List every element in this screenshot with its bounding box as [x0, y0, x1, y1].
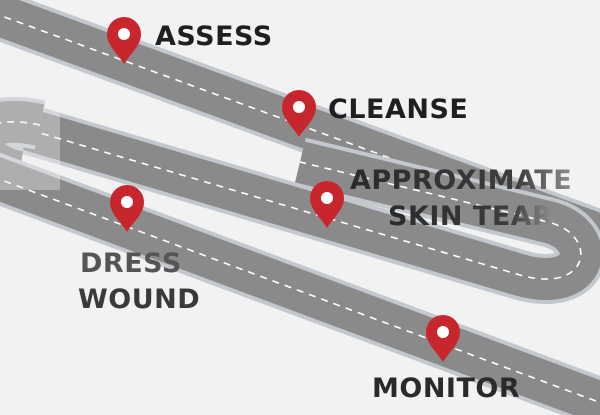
step-label-cleanse: CLEANSE [328, 94, 468, 125]
map-pin-icon-dress [110, 185, 144, 232]
left-fade [0, 90, 60, 190]
step-label-approximate-line2: SKIN TEAR [388, 201, 553, 232]
map-pin-icon-approximate [310, 181, 344, 228]
step-label-dress-line2: WOUND [78, 284, 200, 315]
map-pin-icon-monitor [426, 315, 460, 362]
step-label-assess: ASSESS [155, 21, 273, 52]
map-pin-icon-assess [107, 17, 141, 64]
step-label-dress-line1: DRESS [80, 248, 182, 279]
step-label-monitor: MONITOR [372, 373, 520, 404]
road-bottom [0, 152, 600, 415]
step-label-approximate-line1: APPROXIMATE [350, 165, 572, 196]
map-pin-icon-cleanse [282, 90, 316, 137]
